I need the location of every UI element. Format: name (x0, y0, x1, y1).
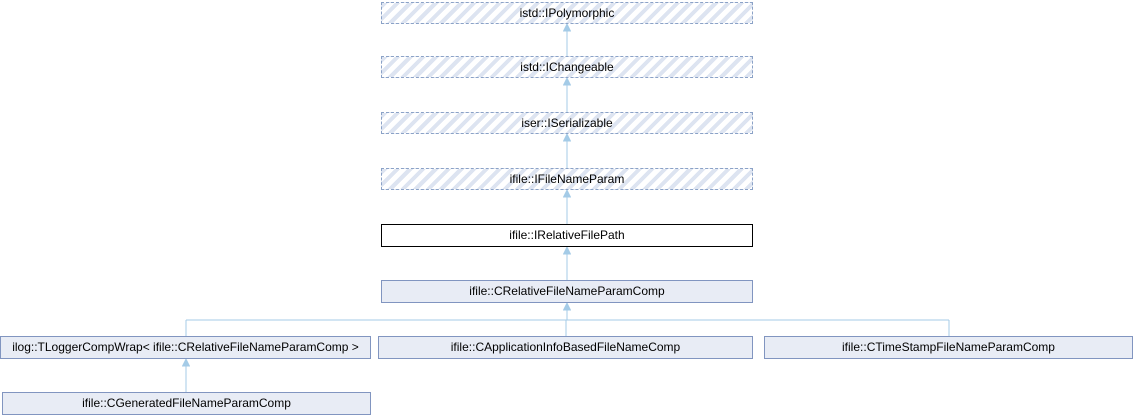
arrowhead-icon (562, 132, 572, 142)
node-ifile-irelativefilepath: ifile::IRelativeFilePath (381, 224, 753, 247)
node-istd-ichangeable: istd::IChangeable (381, 56, 753, 78)
node-ifile-crelativefilenameparamcomp[interactable]: ifile::CRelativeFileNameParamComp (381, 280, 753, 303)
arrowhead-icon (562, 76, 572, 86)
arrowhead-icon (562, 301, 572, 311)
node-ifile-cgeneratedfilenameparamcomp[interactable]: ifile::CGeneratedFileNameParamComp (2, 392, 371, 415)
node-ifile-capplicationinfobasedfilenamecomp[interactable]: ifile::CApplicationInfoBasedFileNameComp (378, 336, 753, 359)
arrowhead-icon (181, 357, 191, 367)
arrowhead-icon (562, 245, 572, 255)
node-iser-iserializable: iser::ISerializable (381, 112, 753, 134)
arrowhead-icon (562, 188, 572, 198)
node-ifile-ctimestampfilenameparamcomp[interactable]: ifile::CTimeStampFileNameParamComp (764, 336, 1133, 359)
node-ifile-ifilenameparam: ifile::IFileNameParam (381, 168, 753, 190)
arrowhead-icon (562, 22, 572, 32)
node-ilog-tloggercompwrap[interactable]: ilog::TLoggerCompWrap< ifile::CRelativeF… (0, 336, 371, 359)
node-istd-ipolymorphic: istd::IPolymorphic (381, 2, 753, 24)
